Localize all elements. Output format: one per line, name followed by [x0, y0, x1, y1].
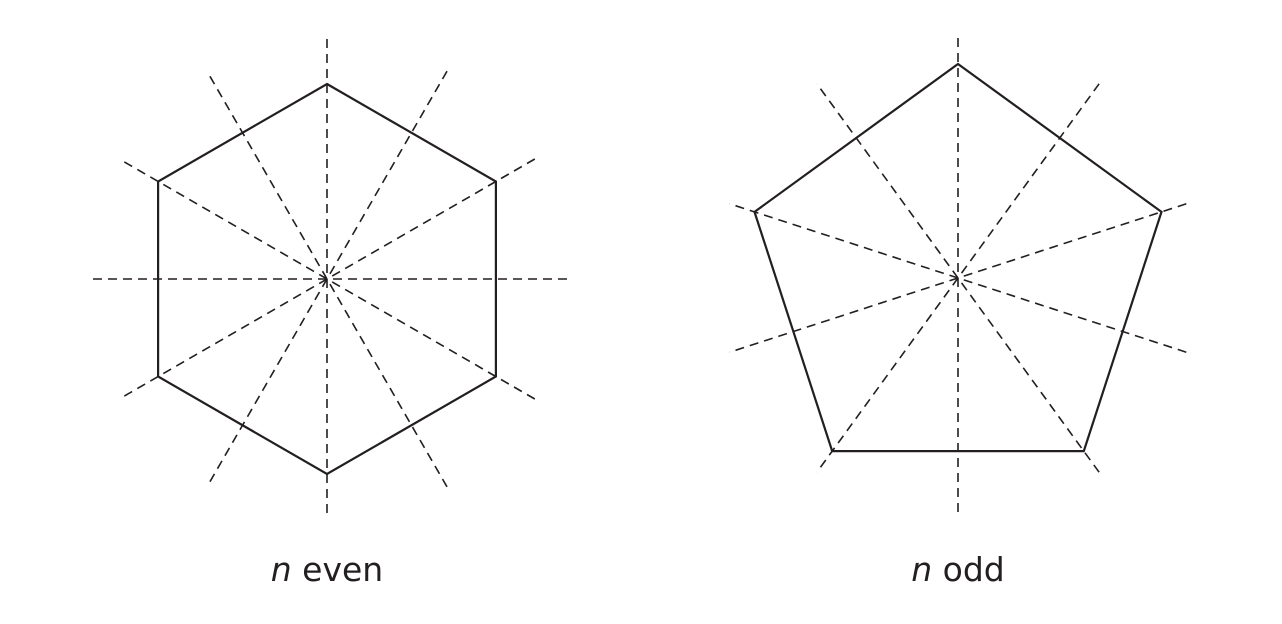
symmetry-axis [206, 70, 448, 488]
symmetry-axis [118, 158, 536, 400]
symmetry-axis [816, 83, 1100, 473]
hexagon-outline [157, 82, 497, 476]
caption-n-even: n even [227, 550, 427, 589]
hexagon-diagram [87, 39, 567, 519]
caption-odd-variable: n [911, 550, 933, 589]
caption-odd-text: odd [942, 550, 1005, 589]
pentagon-outline [753, 62, 1163, 453]
pentagon-diagram [729, 38, 1187, 518]
caption-even-text: even [302, 550, 384, 589]
symmetry-axis [206, 70, 448, 488]
caption-even-variable: n [270, 550, 292, 589]
symmetry-axis [118, 158, 536, 400]
caption-n-odd: n odd [858, 550, 1058, 589]
